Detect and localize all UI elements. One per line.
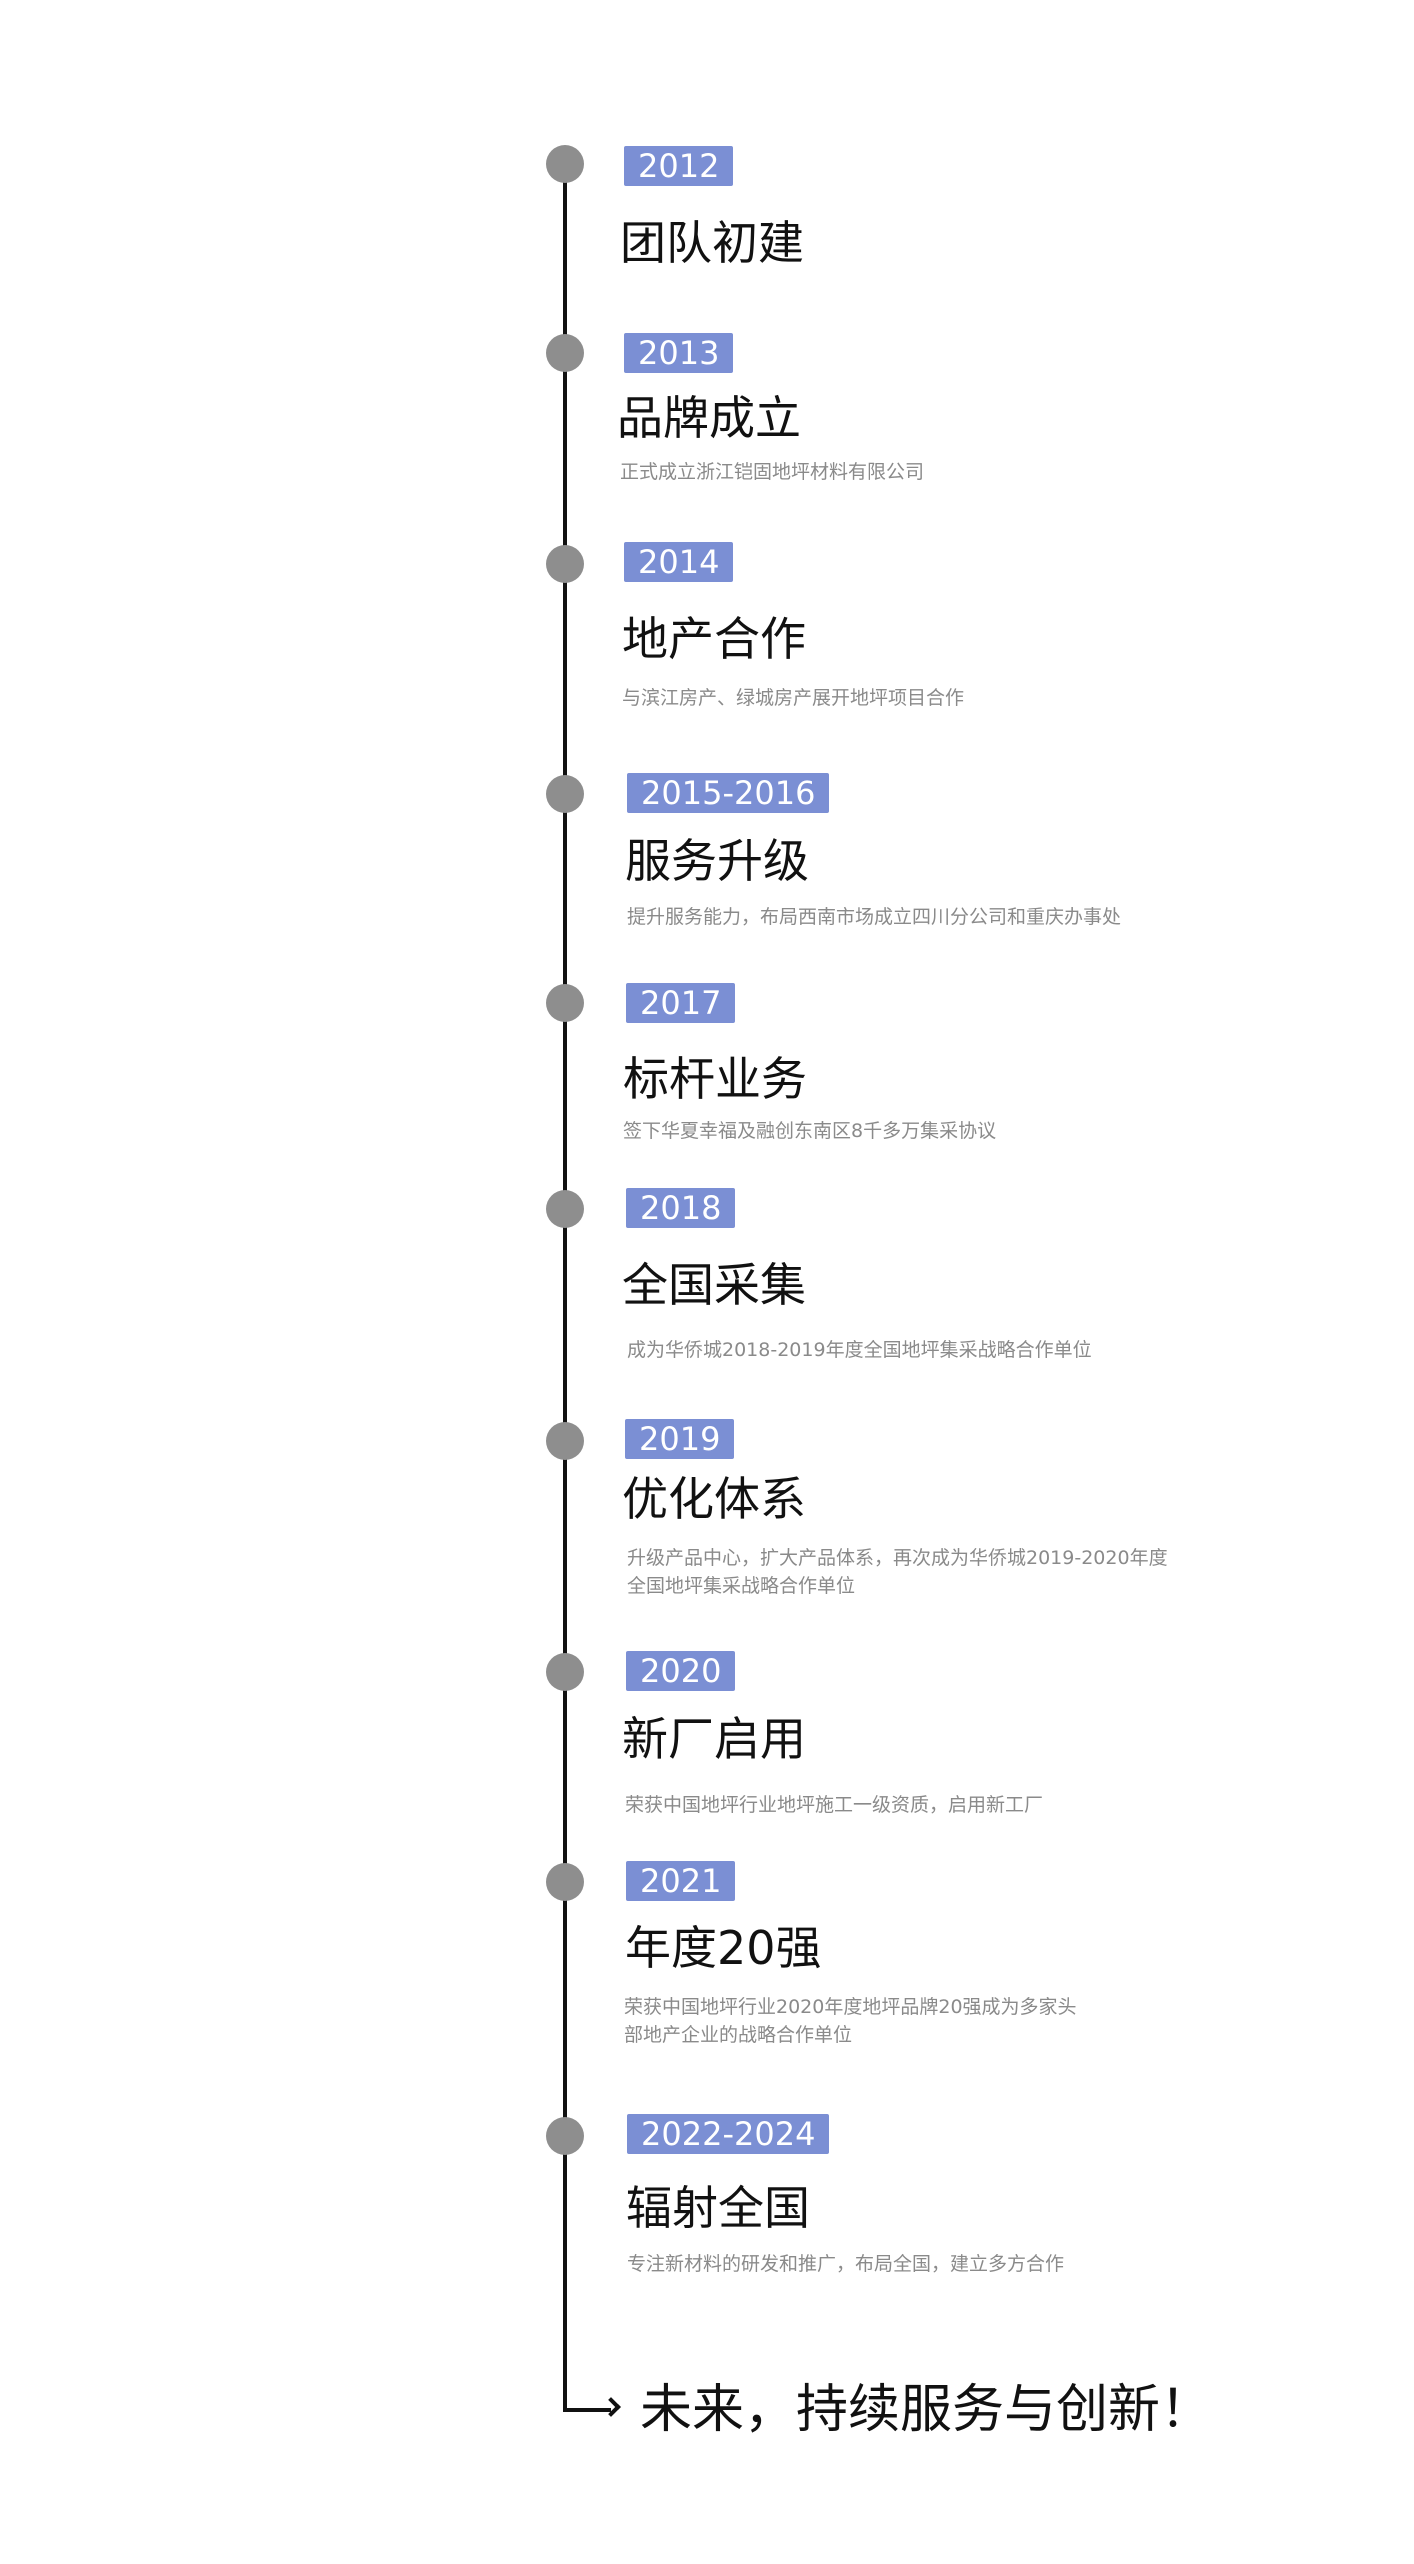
timeline-dot — [546, 1190, 584, 1228]
timeline-dot — [546, 334, 584, 372]
milestone-description: 荣获中国地坪行业2020年度地坪品牌20强成为多家头部地产企业的战略合作单位 — [624, 1996, 1077, 2046]
year-badge: 2022-2024 — [627, 2114, 830, 2154]
milestone-description: 荣获中国地坪行业地坪施工一级资质，启用新工厂 — [625, 1794, 1044, 1816]
timeline-dot — [546, 545, 584, 583]
year-badge: 2021 — [626, 1861, 736, 1901]
future-statement: 未来，持续服务与创新！ — [640, 2380, 1213, 2440]
milestone-description: 签下华夏幸福及融创东南区8千多万集采协议 — [623, 1120, 997, 1142]
year-badge: 2013 — [624, 333, 734, 373]
milestone-title: 年度20强 — [625, 1921, 822, 1975]
timeline-dot — [546, 1422, 584, 1460]
milestone-title: 辐射全国 — [626, 2181, 810, 2235]
timeline-dot — [546, 1653, 584, 1691]
milestone-title: 服务升级 — [625, 834, 809, 888]
year-badge: 2019 — [625, 1419, 735, 1459]
timeline-dot — [546, 145, 584, 183]
timeline-dot — [546, 2117, 584, 2155]
milestone-title: 团队初建 — [620, 216, 804, 270]
milestone-title: 品牌成立 — [617, 391, 801, 445]
milestone-title: 优化体系 — [622, 1472, 806, 1526]
milestone-description: 升级产品中心，扩大产品体系，再次成为华侨城2019-2020年度全国地坪集采战略… — [627, 1547, 1168, 1597]
year-badge: 2012 — [624, 146, 734, 186]
milestone-description: 成为华侨城2018-2019年度全国地坪集采战略合作单位 — [627, 1339, 1092, 1361]
milestone-description: 与滨江房产、绿城房产展开地坪项目合作 — [622, 687, 965, 709]
milestone-title: 标杆业务 — [623, 1052, 807, 1106]
year-badge: 2020 — [626, 1651, 736, 1691]
timeline-dot — [546, 1863, 584, 1901]
year-badge: 2018 — [626, 1188, 736, 1228]
timeline-line — [563, 160, 567, 2412]
milestone-description: 提升服务能力，布局西南市场成立四川分公司和重庆办事处 — [627, 906, 1122, 928]
milestone-title: 全国采集 — [622, 1258, 806, 1312]
year-badge: 2015-2016 — [627, 773, 830, 813]
year-badge: 2014 — [624, 542, 734, 582]
year-badge: 2017 — [626, 983, 736, 1023]
milestone-title: 新厂启用 — [622, 1712, 806, 1766]
milestone-description: 专注新材料的研发和推广，布局全国，建立多方合作 — [627, 2253, 1065, 2275]
milestone-description: 正式成立浙江铠固地坪材料有限公司 — [620, 461, 925, 483]
timeline-end-hook — [563, 2408, 611, 2412]
arrow-right-icon — [601, 2397, 621, 2417]
timeline-dot — [546, 775, 584, 813]
milestone-title: 地产合作 — [622, 612, 806, 666]
timeline-dot — [546, 984, 584, 1022]
